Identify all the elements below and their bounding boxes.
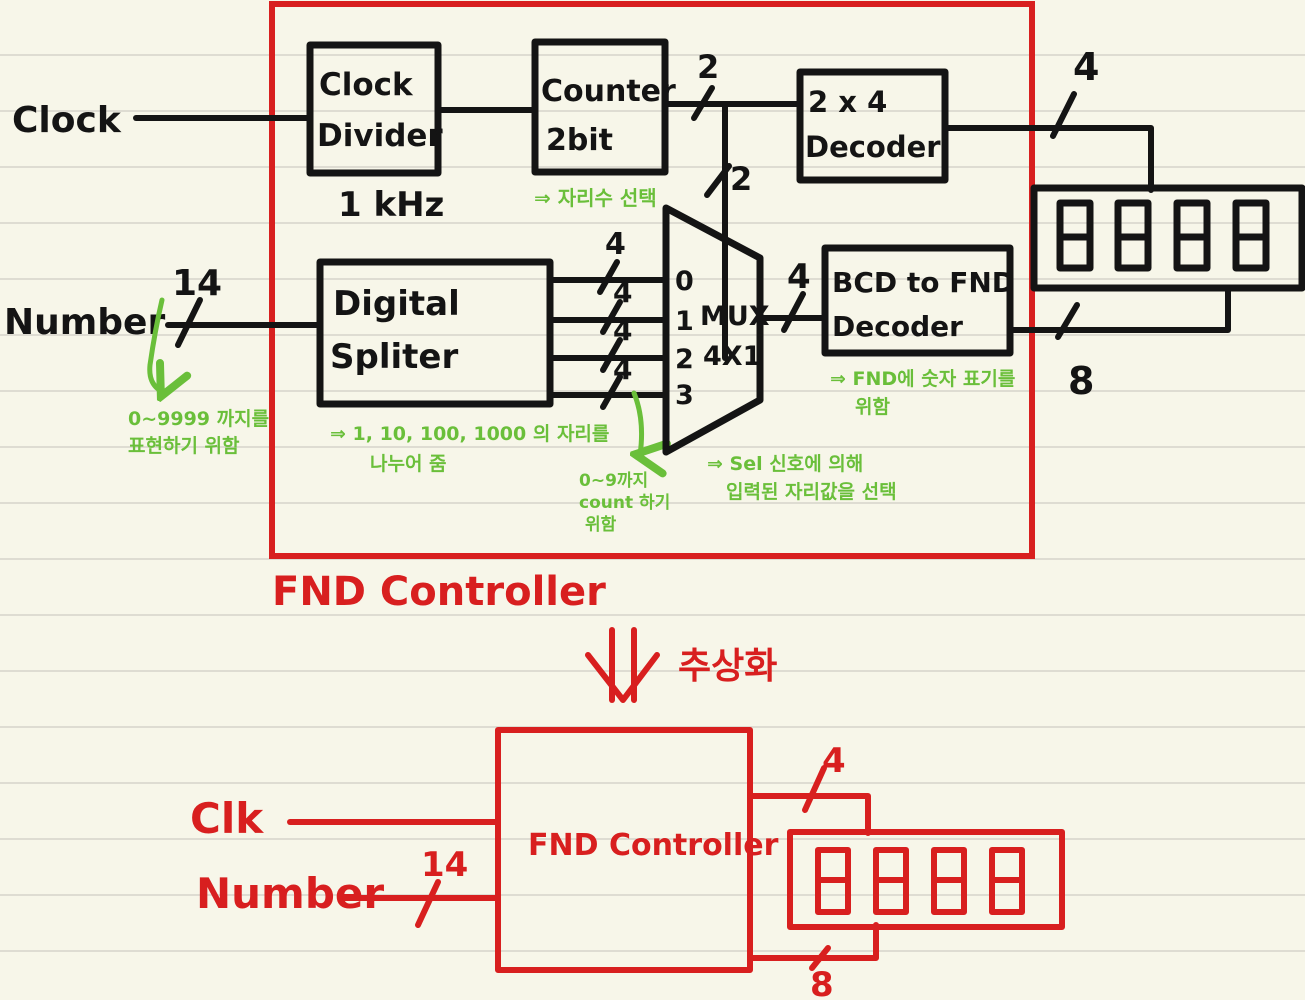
- abstraction-label: 추상화: [678, 646, 777, 687]
- bus-label-mux-sel: 2: [730, 160, 752, 198]
- note-count-line3: 위함: [585, 514, 617, 535]
- bus-tick-mux-in-0: [597, 259, 620, 295]
- fnd-digit-group-abstract: [815, 847, 1025, 915]
- note-spliter-line2: 나누어 줌: [370, 453, 447, 475]
- bus-tick-mux-in-1: [600, 299, 623, 335]
- bottom-wire-digit-select: [747, 793, 871, 836]
- fnd-digit-group: [1056, 199, 1270, 272]
- bus-label-number: 14: [172, 263, 222, 304]
- bus-tick-mux-in-3: [600, 374, 623, 410]
- bottom-input-label-clk: Clk: [190, 794, 264, 843]
- input-label-clock: Clock: [12, 100, 122, 141]
- block-fnd-controller-label: FND Controller: [528, 828, 779, 863]
- bottom-bus-tick-number: [415, 879, 441, 928]
- bus-tick-number: [175, 297, 203, 348]
- mux-4x1: [662, 204, 764, 456]
- input-label-number: Number: [4, 302, 165, 343]
- bottom-wire-segment: [747, 922, 879, 961]
- note-bcd-line1: ⇒ FND에 숫자 표기를: [830, 368, 1015, 390]
- bus-tick-mux-in-2: [600, 337, 623, 373]
- bus-tick-mux-out: [781, 291, 806, 333]
- bus-label-counter-out: 2: [697, 48, 719, 86]
- block-spliter-line2: Spliter: [330, 337, 458, 377]
- bottom-bus-label-number: 14: [421, 845, 468, 885]
- mux-input-3-label: 3: [675, 380, 694, 411]
- block-fnd-controller: [495, 727, 753, 973]
- bottom-input-label-number: Number: [196, 869, 384, 918]
- note-number-line1: 0~9999 까지를: [128, 408, 269, 430]
- fnd-display-abstract: [787, 829, 1065, 930]
- bus-label-mux-in-3: 4: [613, 353, 632, 386]
- bus-tick-mux-sel: [704, 163, 732, 198]
- bus-label-bcd-out: 8: [1068, 359, 1094, 403]
- block-clock-divider-line2: Divider: [317, 118, 443, 154]
- block-bcd-line2: Decoder: [832, 310, 963, 343]
- block-digital-spliter: [316, 258, 554, 408]
- block-counter-line2: 2bit: [546, 123, 613, 158]
- bus-label-decoder-out: 4: [1073, 45, 1099, 89]
- note-mux-line2: 입력된 자리값을 선택: [726, 481, 897, 503]
- note-bcd-line2: 위함: [855, 396, 890, 418]
- fnd-controller-boundary-label: FND Controller: [272, 569, 606, 615]
- mux-input-1-label: 1: [675, 306, 694, 337]
- note-mux-line1: ⇒ Sel 신호에 의해: [707, 453, 863, 475]
- bus-label-mux-in-1: 4: [613, 276, 632, 309]
- note-number-line2: 표현하기 위함: [128, 435, 240, 457]
- bus-label-mux-out: 4: [787, 257, 811, 297]
- wire-bcd-to-display: [1007, 285, 1231, 333]
- note-number-pointer: [147, 297, 163, 392]
- block-decoder-line2: Decoder: [805, 130, 941, 164]
- block-decoder-line1: 2 x 4: [808, 85, 887, 119]
- note-count-line1: 0~9까지: [579, 471, 648, 491]
- mux-input-2-label: 2: [675, 344, 694, 375]
- bottom-bus-label-digit-select: 4: [822, 741, 846, 781]
- block-bcd-line1: BCD to FND: [832, 266, 1015, 299]
- bottom-bus-tick-segment: [809, 945, 831, 971]
- block-clock-divider-line1: Clock: [319, 67, 414, 103]
- mux-size-label: 4X1: [703, 341, 761, 372]
- wire-decoder-to-display: [942, 125, 1154, 193]
- note-spliter-line1: ⇒ 1, 10, 100, 1000 의 자리를: [330, 423, 609, 445]
- bus-tick-bcd-out: [1055, 302, 1080, 340]
- bottom-bus-tick-digit-select: [802, 765, 827, 813]
- block-clock-divider-sublabel: 1 kHz: [338, 185, 444, 225]
- mux-input-0-label: 0: [675, 266, 694, 297]
- bus-label-mux-in-0: 4: [605, 227, 626, 262]
- block-bcd-to-fnd-decoder: [821, 244, 1014, 357]
- bottom-bus-label-segment: 8: [810, 965, 834, 1000]
- abstraction-arrow: [585, 627, 660, 703]
- bus-tick-decoder-out: [1050, 91, 1077, 139]
- bus-tick-counter-out: [691, 85, 715, 121]
- block-counter-line1: Counter: [541, 74, 676, 109]
- block-spliter-line1: Digital: [333, 284, 460, 324]
- note-count-line2: count 하기: [579, 493, 670, 513]
- note-count-pointer: [634, 390, 642, 455]
- bus-label-mux-in-2: 4: [613, 314, 632, 347]
- fnd-display: [1030, 184, 1305, 292]
- note-counter-line1: ⇒ 자리수 선택: [534, 186, 657, 210]
